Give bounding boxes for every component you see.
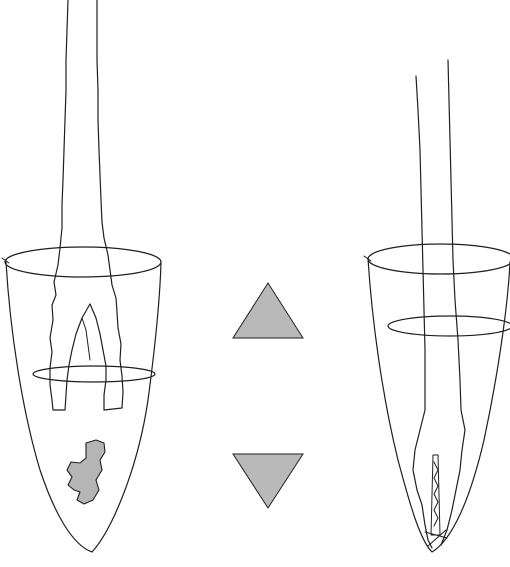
tip-insert-hatching bbox=[434, 462, 438, 526]
right-panel bbox=[364, 60, 510, 552]
left-root-outer-right bbox=[90, 0, 123, 410]
triangle-up-icon bbox=[233, 283, 303, 338]
right-tip-insert bbox=[425, 455, 447, 546]
right-tube bbox=[364, 244, 510, 552]
left-forked-root bbox=[50, 0, 123, 410]
left-tube bbox=[2, 247, 161, 552]
left-root-outer-left bbox=[50, 0, 90, 410]
left-tube-rim bbox=[5, 247, 161, 277]
right-liquid-surface bbox=[388, 316, 510, 336]
right-root-right-edge bbox=[441, 60, 465, 545]
right-single-root bbox=[413, 60, 465, 548]
right-tube-rim bbox=[368, 244, 510, 274]
left-root-fork-edge bbox=[82, 318, 90, 360]
triangle-down-icon bbox=[233, 454, 303, 508]
center-icons bbox=[233, 283, 303, 508]
left-fragment bbox=[67, 440, 105, 504]
left-panel bbox=[2, 0, 161, 552]
left-liquid-surface bbox=[33, 366, 155, 382]
right-root-left-edge bbox=[413, 76, 432, 548]
left-tube-body bbox=[6, 262, 161, 552]
